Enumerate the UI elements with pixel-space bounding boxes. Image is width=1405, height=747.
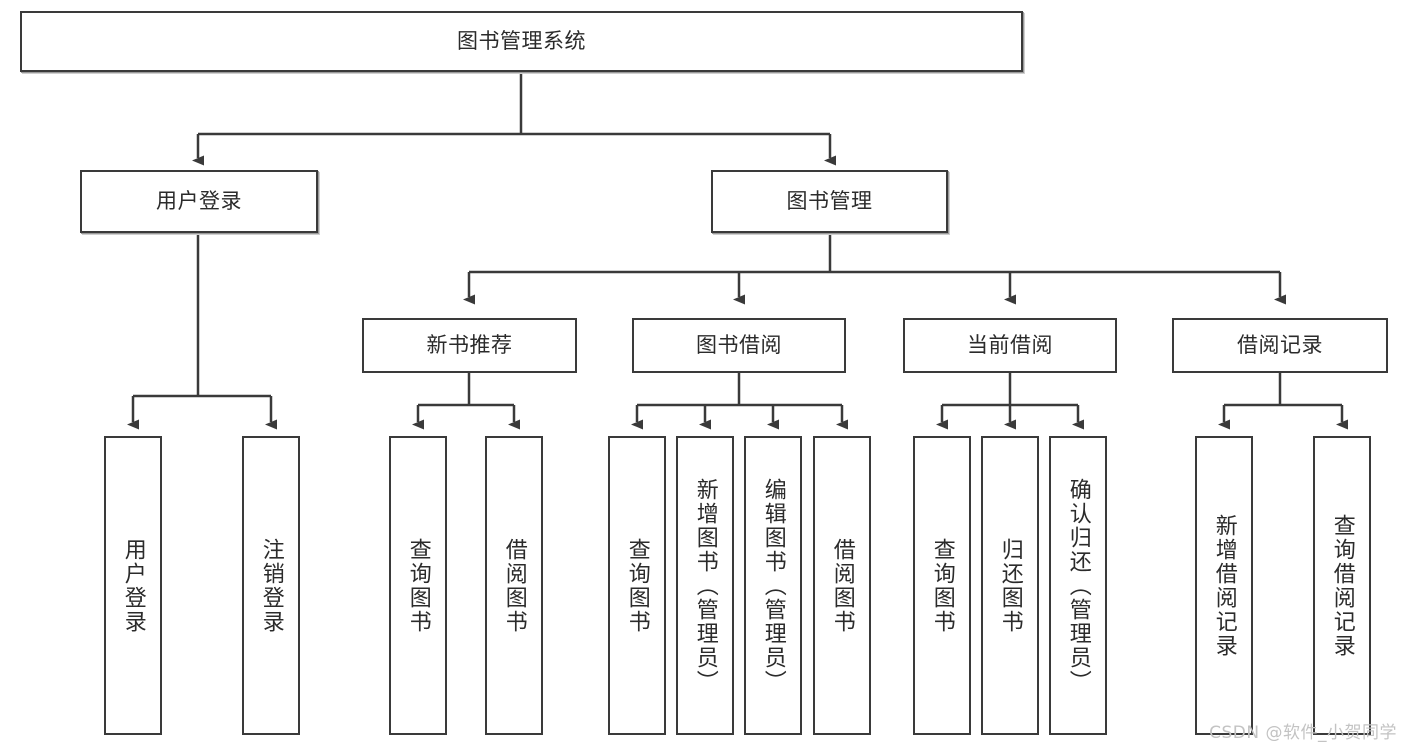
node-label: 查询图书: [405, 537, 431, 634]
node-book-management[interactable]: 图书管理: [711, 170, 948, 233]
node-label: 用户登录: [156, 189, 242, 214]
node-label: 新增借阅记录: [1211, 513, 1237, 658]
node-label: 查询图书: [624, 537, 650, 634]
node-label: 图书管理: [786, 189, 873, 214]
watermark-text: CSDN @软件_小贺同学: [1209, 723, 1397, 743]
node-leaf-user-login[interactable]: 用户登录: [104, 436, 162, 735]
node-leaf-borrow-book-2[interactable]: 借阅图书: [813, 436, 871, 735]
node-label: 借阅图书: [829, 537, 855, 634]
node-label: 查询图书: [929, 537, 955, 634]
node-borrow-record[interactable]: 借阅记录: [1172, 318, 1388, 373]
node-leaf-confirm-return[interactable]: 确认归还（管理员）: [1049, 436, 1107, 735]
node-leaf-query-book-1[interactable]: 查询图书: [389, 436, 447, 735]
node-leaf-borrow-book-1[interactable]: 借阅图书: [485, 436, 543, 735]
node-current-borrow[interactable]: 当前借阅: [903, 318, 1117, 373]
node-leaf-query-book-2[interactable]: 查询图书: [608, 436, 666, 735]
node-label: 确认归还（管理员）: [1065, 477, 1091, 694]
node-new-book-recommend[interactable]: 新书推荐: [362, 318, 577, 373]
node-label: 图书管理系统: [457, 29, 586, 54]
node-label: 借阅图书: [501, 537, 527, 634]
node-leaf-query-record[interactable]: 查询借阅记录: [1313, 436, 1371, 735]
node-leaf-add-record[interactable]: 新增借阅记录: [1195, 436, 1253, 735]
node-label: 注销登录: [258, 537, 284, 634]
node-user-login[interactable]: 用户登录: [80, 170, 318, 233]
node-label: 归还图书: [997, 537, 1023, 634]
node-label: 图书借阅: [696, 333, 782, 358]
node-label: 查询借阅记录: [1329, 513, 1355, 658]
node-label: 用户登录: [120, 537, 146, 634]
node-leaf-return-book[interactable]: 归还图书: [981, 436, 1039, 735]
node-leaf-query-book-3[interactable]: 查询图书: [913, 436, 971, 735]
node-label: 新书推荐: [426, 333, 513, 358]
node-root-system[interactable]: 图书管理系统: [20, 11, 1023, 72]
node-leaf-edit-book[interactable]: 编辑图书（管理员）: [744, 436, 802, 735]
node-label: 新增图书（管理员）: [692, 477, 718, 694]
node-label: 编辑图书（管理员）: [760, 477, 786, 694]
node-book-borrow[interactable]: 图书借阅: [632, 318, 846, 373]
node-leaf-logout[interactable]: 注销登录: [242, 436, 300, 735]
node-leaf-add-book[interactable]: 新增图书（管理员）: [676, 436, 734, 735]
node-label: 当前借阅: [967, 333, 1053, 358]
node-label: 借阅记录: [1237, 333, 1323, 358]
